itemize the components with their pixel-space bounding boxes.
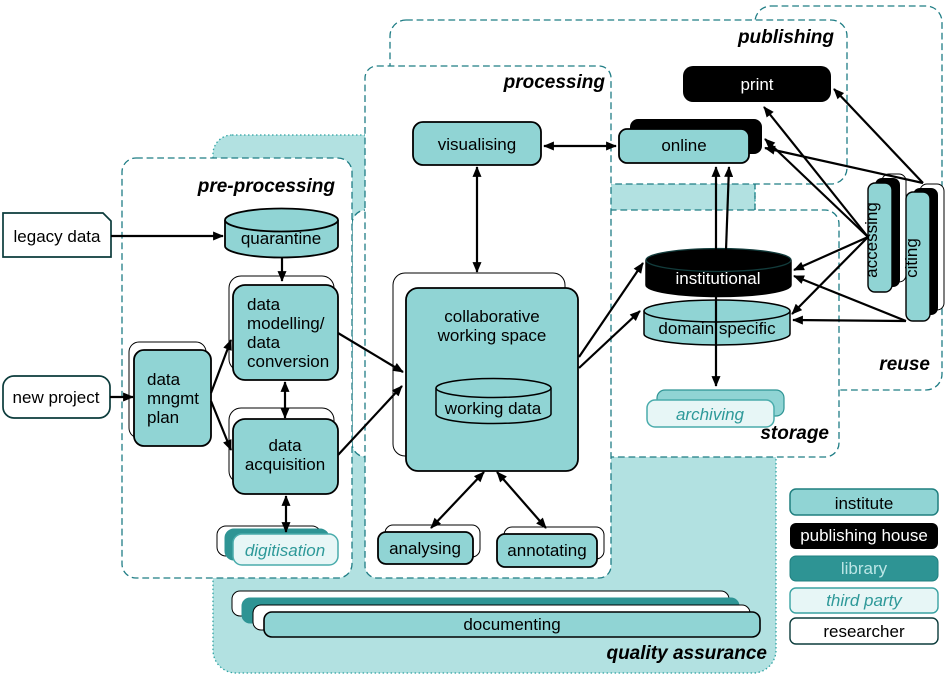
svg-text:quality assurance: quality assurance: [606, 643, 767, 664]
svg-text:publishing house: publishing house: [800, 526, 928, 545]
svg-text:accessing: accessing: [862, 202, 881, 278]
svg-text:online: online: [661, 136, 706, 155]
svg-text:mngmt: mngmt: [147, 389, 199, 408]
svg-text:researcher: researcher: [823, 622, 905, 641]
svg-text:print: print: [740, 75, 773, 94]
svg-text:citing: citing: [902, 238, 921, 278]
svg-text:archiving: archiving: [676, 405, 745, 424]
svg-text:working data: working data: [444, 399, 542, 418]
svg-text:data: data: [147, 370, 181, 389]
svg-text:visualising: visualising: [438, 135, 516, 154]
svg-text:third party: third party: [826, 591, 903, 610]
svg-text:working space: working space: [437, 326, 547, 345]
svg-text:data: data: [247, 333, 281, 352]
svg-text:quarantine: quarantine: [241, 229, 321, 248]
svg-text:storage: storage: [760, 423, 829, 444]
svg-text:data: data: [247, 295, 281, 314]
svg-text:collaborative: collaborative: [444, 307, 539, 326]
svg-text:analysing: analysing: [389, 539, 461, 558]
svg-text:digitisation: digitisation: [245, 541, 325, 560]
svg-text:new project: new project: [13, 388, 100, 407]
svg-text:reuse: reuse: [879, 354, 930, 375]
svg-text:publishing: publishing: [737, 27, 834, 48]
svg-text:documenting: documenting: [463, 615, 560, 634]
svg-text:library: library: [841, 559, 888, 578]
svg-text:annotating: annotating: [507, 541, 586, 560]
svg-text:domain specific: domain specific: [658, 319, 776, 338]
svg-text:conversion: conversion: [247, 352, 329, 371]
svg-text:plan: plan: [147, 408, 179, 427]
svg-text:modelling/: modelling/: [247, 314, 325, 333]
svg-text:processing: processing: [503, 72, 606, 93]
svg-text:data: data: [268, 436, 302, 455]
svg-text:institutional: institutional: [675, 269, 760, 288]
svg-text:legacy data: legacy data: [14, 227, 101, 246]
svg-text:pre-processing: pre-processing: [197, 176, 336, 197]
svg-text:acquisition: acquisition: [245, 455, 325, 474]
svg-text:institute: institute: [835, 494, 894, 513]
